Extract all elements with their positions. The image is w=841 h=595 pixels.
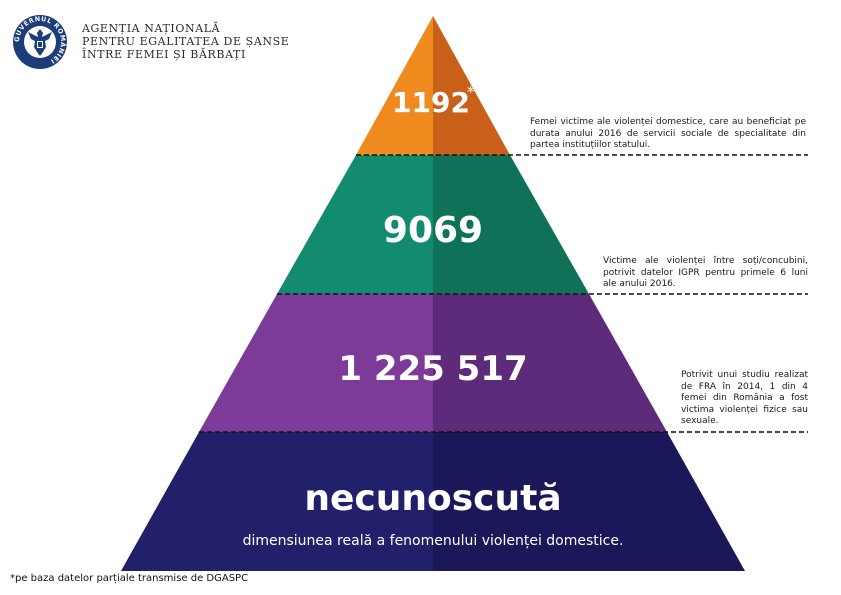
tier-3-right-face (433, 294, 667, 432)
org-name-line-3: ÎNTRE FEMEI ȘI BĂRBAȚI (82, 48, 246, 61)
tier-1 (356, 16, 510, 155)
tier-2-right-face (433, 155, 589, 294)
annotation-tier-2: Victime ale violenței între soți/concubi… (603, 256, 808, 289)
tier-1-asterisk: * (467, 83, 475, 101)
tier-1-left-face (356, 16, 433, 155)
tier-4-subtitle: dimensiunea reală a fenomenului violențe… (243, 533, 624, 549)
tier-1-value: 1192 (392, 86, 470, 119)
tier-4-left-face (121, 432, 433, 571)
annotation-tier-1: Femei victime ale violenței domestice, c… (530, 117, 806, 150)
footnote: *pe baza datelor parțiale transmise de D… (10, 573, 249, 584)
tier-3-left-face (199, 294, 433, 432)
tier-4 (121, 432, 745, 571)
tier-4-right-face (433, 432, 745, 571)
tier-4-value: necunoscută (304, 478, 561, 519)
tier-2-value: 9069 (383, 210, 483, 251)
org-name-line-2: PENTRU EGALITATEA DE ȘANSE (82, 35, 290, 48)
tier-2-left-face (277, 155, 433, 294)
government-emblem-logo: GUVERNUL ROMÂNIEI (13, 15, 68, 69)
tier-1-right-face (433, 16, 510, 155)
org-name-line-1: AGENȚIA NAȚIONALĂ (82, 22, 221, 35)
tier-3 (199, 294, 667, 432)
tier-3-value: 1 225 517 (338, 349, 527, 389)
annotation-tier-3: Potrivit unui studiu realizat de FRA în … (681, 370, 808, 426)
tier-2 (277, 155, 589, 294)
